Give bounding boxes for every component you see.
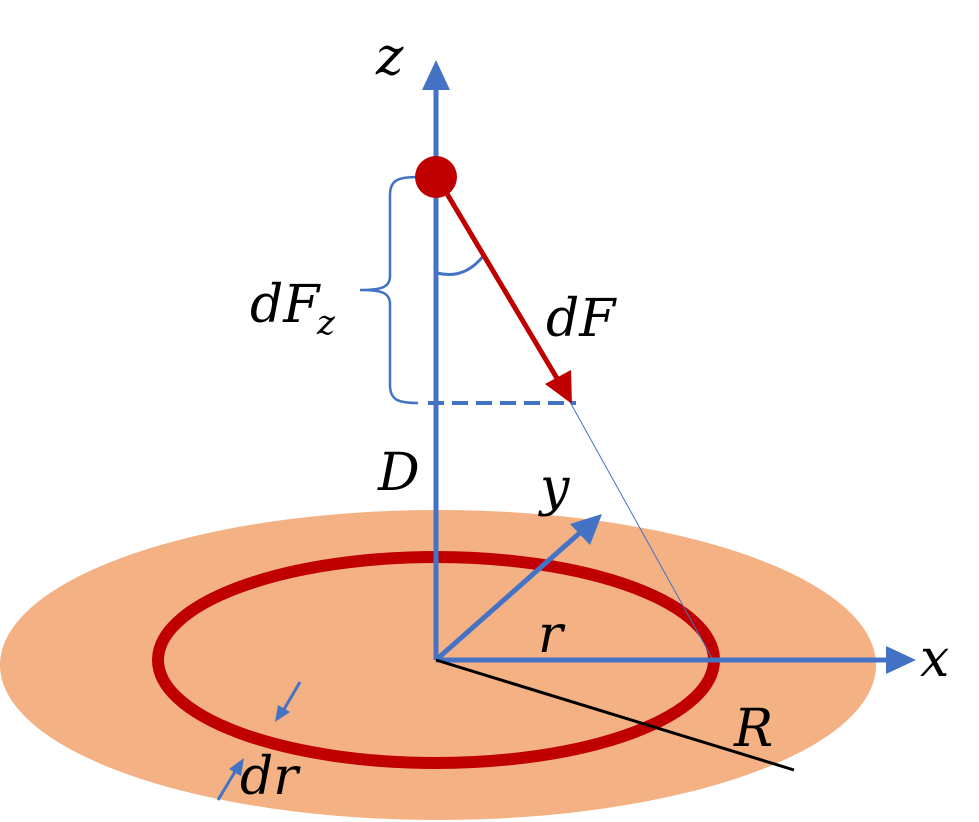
y-axis-arrowhead [570,514,602,545]
z-axis-label: z [375,27,404,87]
angle-arc [436,254,486,276]
z-axis-arrowhead [422,60,450,90]
dr-arrow-lower-shaft [216,769,238,801]
y-axis-label: y [538,458,570,518]
y-axis [434,528,585,662]
dr-arrow-upper-head [275,705,290,722]
point-mass [415,156,457,198]
x-axis-label: x [920,629,949,689]
disk [0,510,876,820]
outer-radius-r-label: R [733,699,773,759]
dr-arrow-upper-shaft [281,681,302,712]
force-df-label: dF [546,289,617,349]
dfz-brace [359,175,419,405]
force-dfz-label: dF [250,275,321,335]
force-vector-df [437,180,561,382]
radius-line [435,658,795,772]
radius-r-label: r [538,605,566,665]
dr-arrow-lower-head [229,758,244,776]
x-axis-arrowhead [886,646,916,674]
force-dfz-subscript: z [316,303,336,343]
projection-line [569,401,713,659]
distance-d-label: D [377,443,420,503]
dr-label: dr [240,747,301,807]
force-vector-arrowhead [545,370,572,404]
